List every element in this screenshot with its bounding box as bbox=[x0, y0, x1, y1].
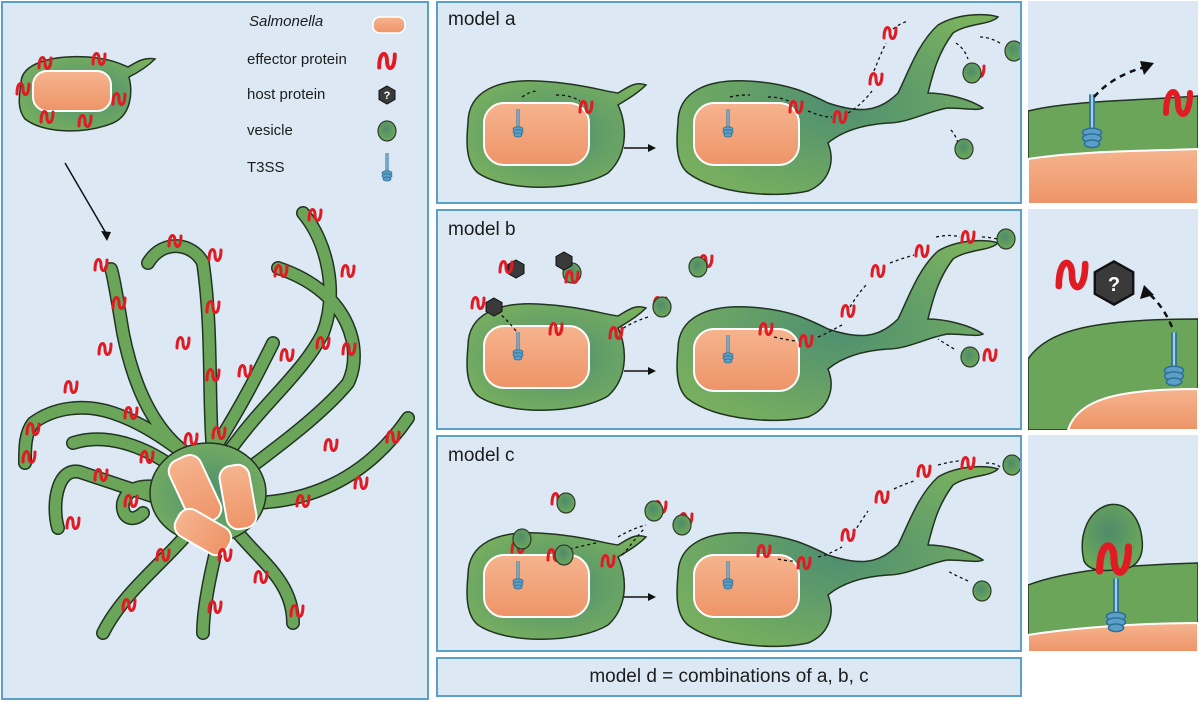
small-infected-cell bbox=[15, 52, 157, 132]
svg-text:?: ? bbox=[384, 90, 391, 102]
infection-arrow bbox=[64, 162, 108, 236]
model-b-panel: model b bbox=[436, 209, 1022, 430]
model-a-panel: model a bbox=[436, 1, 1022, 204]
model-b-illustration bbox=[466, 228, 1016, 422]
zoom-panel-a bbox=[1028, 1, 1198, 204]
zoom-panel-b: ? bbox=[1028, 209, 1198, 430]
model-a-title: model a bbox=[448, 9, 516, 30]
legend-vesicle: vesicle bbox=[247, 122, 293, 139]
model-b-title: model b bbox=[448, 219, 516, 240]
legend-t3ss: T3SS bbox=[247, 159, 285, 176]
model-d-caption: model d = combinations of a, b, c bbox=[436, 657, 1022, 697]
model-c-illustration bbox=[466, 454, 1020, 648]
svg-text:?: ? bbox=[1108, 274, 1120, 296]
legend-symbols: ? bbox=[372, 16, 406, 183]
overview-illustration: ? bbox=[15, 16, 415, 640]
model-c-panel: model c bbox=[436, 435, 1022, 652]
model-c-title: model c bbox=[448, 445, 515, 466]
effector-icon bbox=[377, 51, 397, 71]
overview-panel: ? Salmonella effector protein host prote… bbox=[1, 1, 429, 700]
legend-effector: effector protein bbox=[247, 51, 347, 68]
bacteria-cluster bbox=[167, 454, 258, 557]
vesicle-icon bbox=[377, 120, 397, 142]
legend-salmonella: Salmonella bbox=[249, 13, 324, 30]
salmonella-icon bbox=[372, 16, 406, 34]
t3ss-icon bbox=[380, 151, 394, 183]
zoom-panel-c bbox=[1028, 435, 1198, 652]
legend-host: host protein bbox=[247, 86, 326, 103]
model-a-illustration bbox=[466, 13, 1020, 196]
